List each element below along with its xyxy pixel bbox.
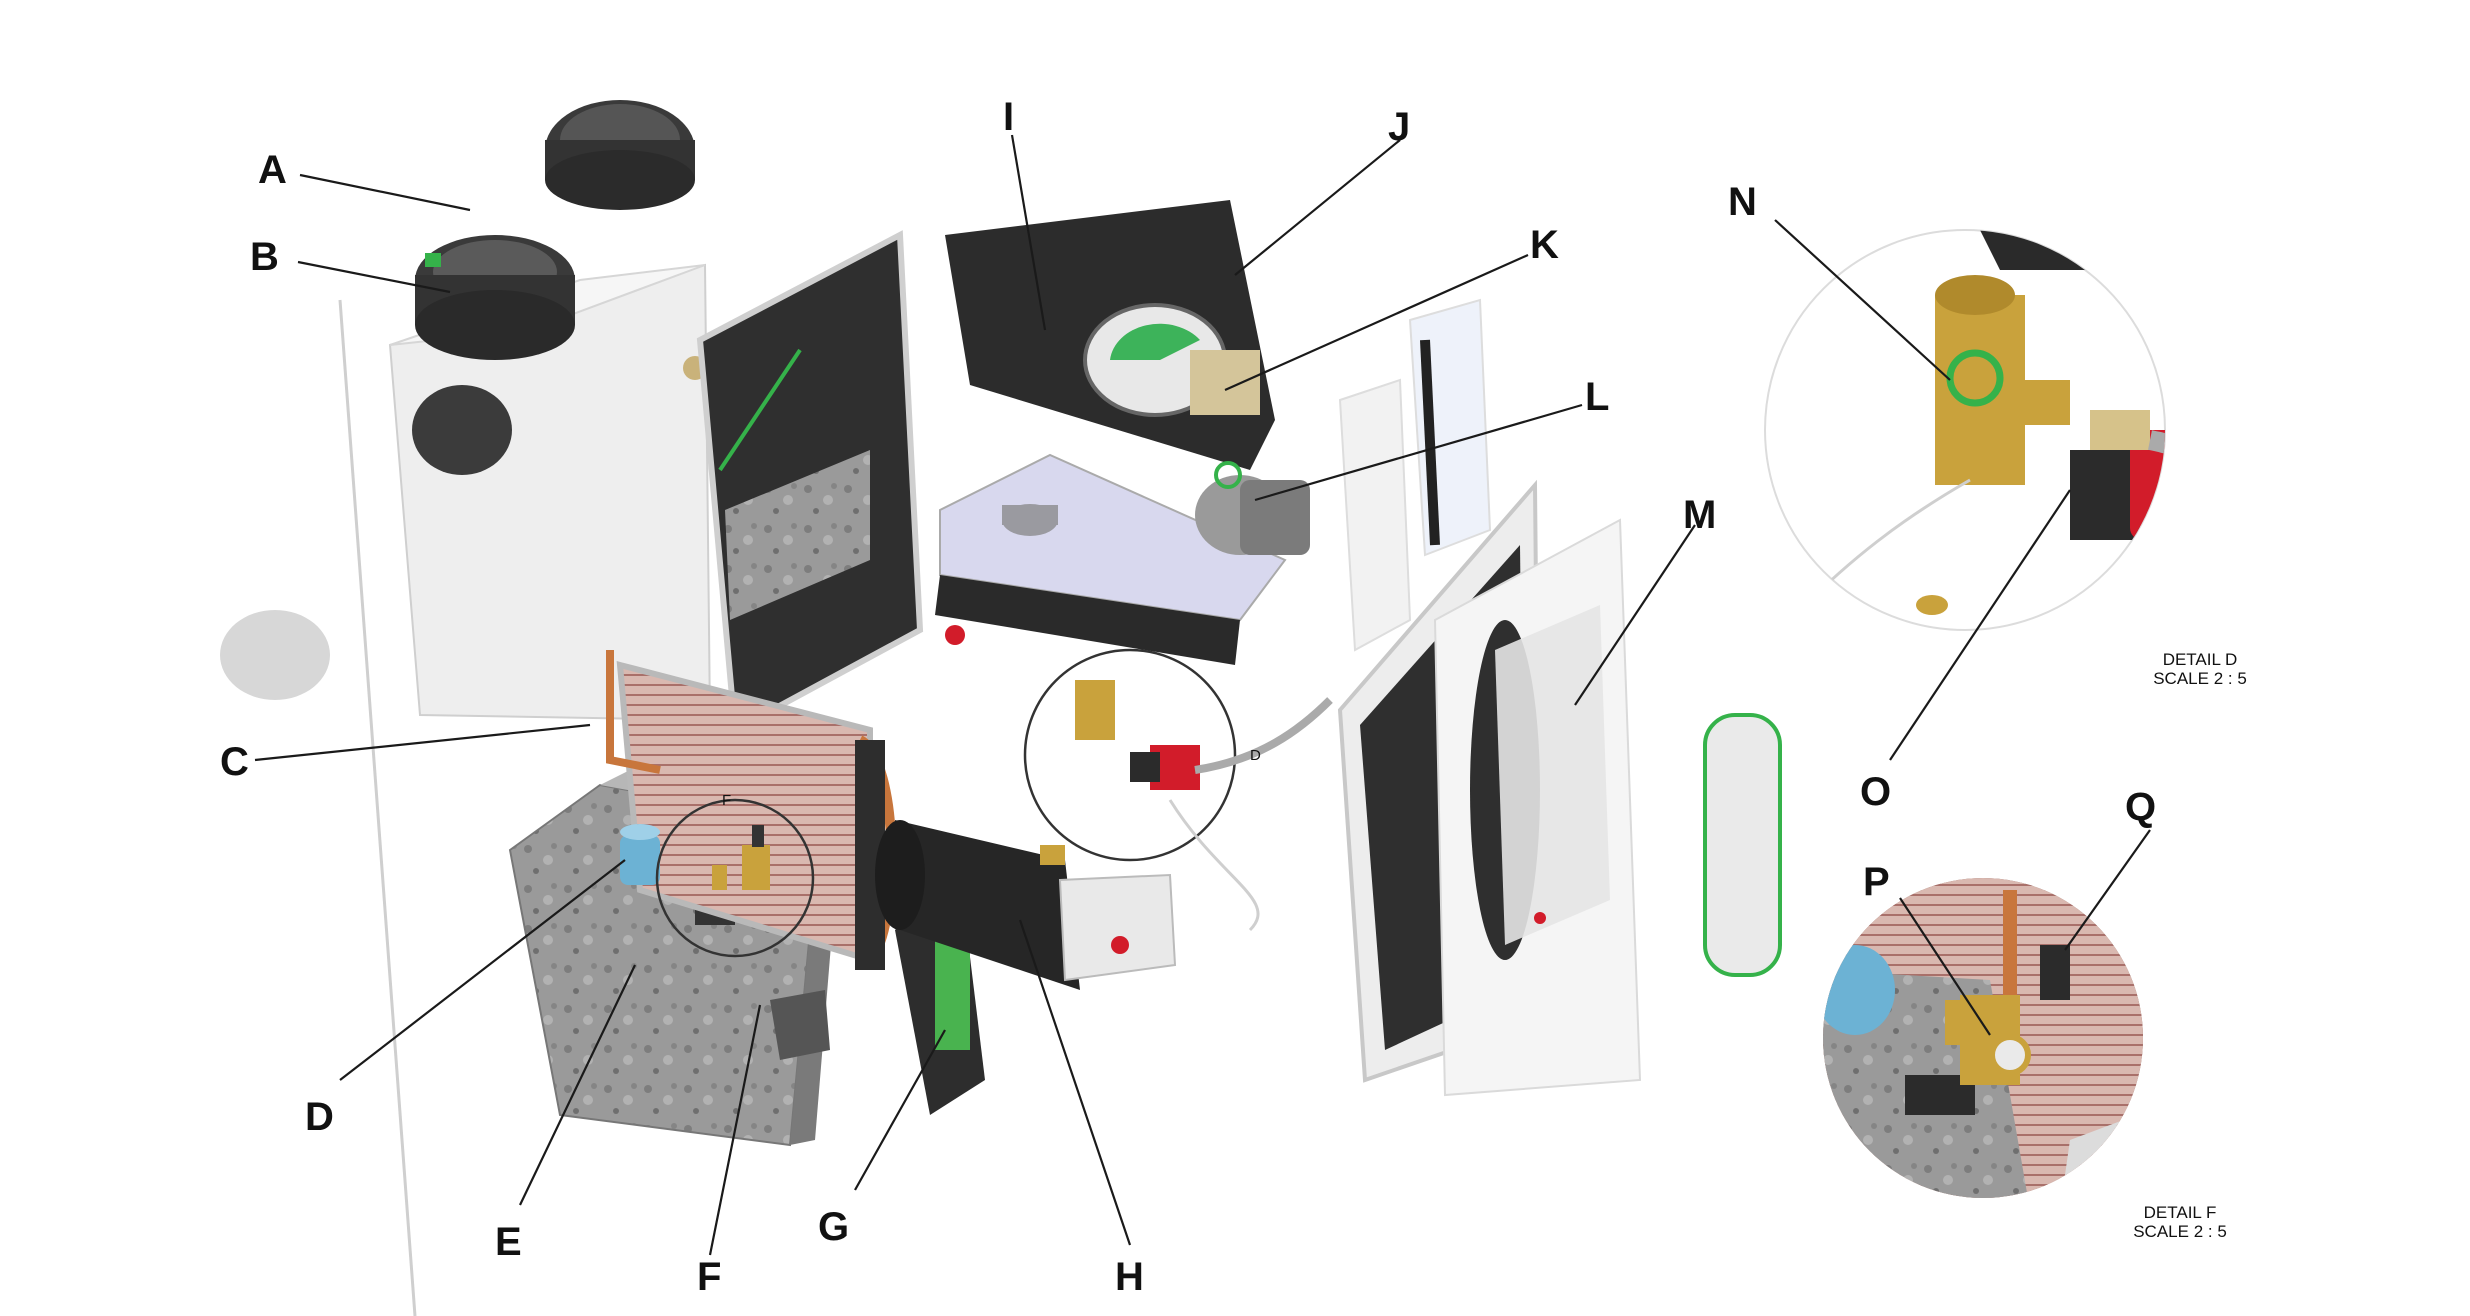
rod-part bbox=[338, 299, 417, 1316]
detail-d-callout: D bbox=[1023, 648, 1333, 932]
label-i: I bbox=[1003, 95, 1014, 139]
label-o: O bbox=[1860, 770, 1891, 814]
blower-part bbox=[1195, 461, 1310, 555]
duct-collar-a-part bbox=[545, 100, 695, 210]
label-l: L bbox=[1585, 375, 1609, 419]
detail-f-marker: F bbox=[722, 792, 731, 809]
detail-d-view bbox=[1764, 229, 2166, 631]
fan-housing-part bbox=[945, 200, 1275, 470]
detail-f-view bbox=[1823, 878, 2143, 1198]
detail-f-scale: SCALE 2 : 5 bbox=[2133, 1222, 2227, 1241]
label-b: B bbox=[250, 235, 279, 279]
brass-valve-f-part bbox=[712, 825, 770, 890]
label-f: F bbox=[697, 1255, 721, 1299]
label-n: N bbox=[1728, 180, 1757, 224]
duct-collar-b-part bbox=[415, 235, 575, 360]
label-a: A bbox=[258, 148, 287, 192]
detail-f-callout: F bbox=[655, 792, 815, 958]
leader-lines bbox=[254, 134, 2151, 1256]
filter-drier-part bbox=[620, 824, 660, 885]
drain-tray-part bbox=[935, 453, 1287, 665]
label-k: K bbox=[1530, 223, 1559, 267]
detail-f-title: DETAIL F bbox=[2144, 1203, 2217, 1222]
label-j: J bbox=[1388, 105, 1410, 149]
label-m: M bbox=[1683, 493, 1716, 537]
heater-cylinder-part bbox=[875, 820, 1177, 990]
label-g: G bbox=[818, 1205, 849, 1249]
side-panels-part bbox=[1338, 298, 1492, 652]
label-d: D bbox=[305, 1095, 334, 1139]
detail-d-title: DETAIL D bbox=[2163, 650, 2238, 669]
label-e: E bbox=[495, 1220, 522, 1264]
detail-d-scale: SCALE 2 : 5 bbox=[2153, 669, 2247, 688]
access-cover-part bbox=[1703, 713, 1782, 977]
detail-d-marker: D bbox=[1250, 747, 1261, 764]
front-door-part bbox=[1337, 479, 1642, 1097]
label-p: P bbox=[1863, 860, 1890, 904]
side-frame-part bbox=[696, 230, 924, 735]
red-fitting-part bbox=[945, 625, 965, 645]
cover-disc-part bbox=[220, 610, 330, 700]
label-q: Q bbox=[2125, 785, 2156, 829]
label-h: H bbox=[1115, 1255, 1144, 1299]
label-c: C bbox=[220, 740, 249, 784]
